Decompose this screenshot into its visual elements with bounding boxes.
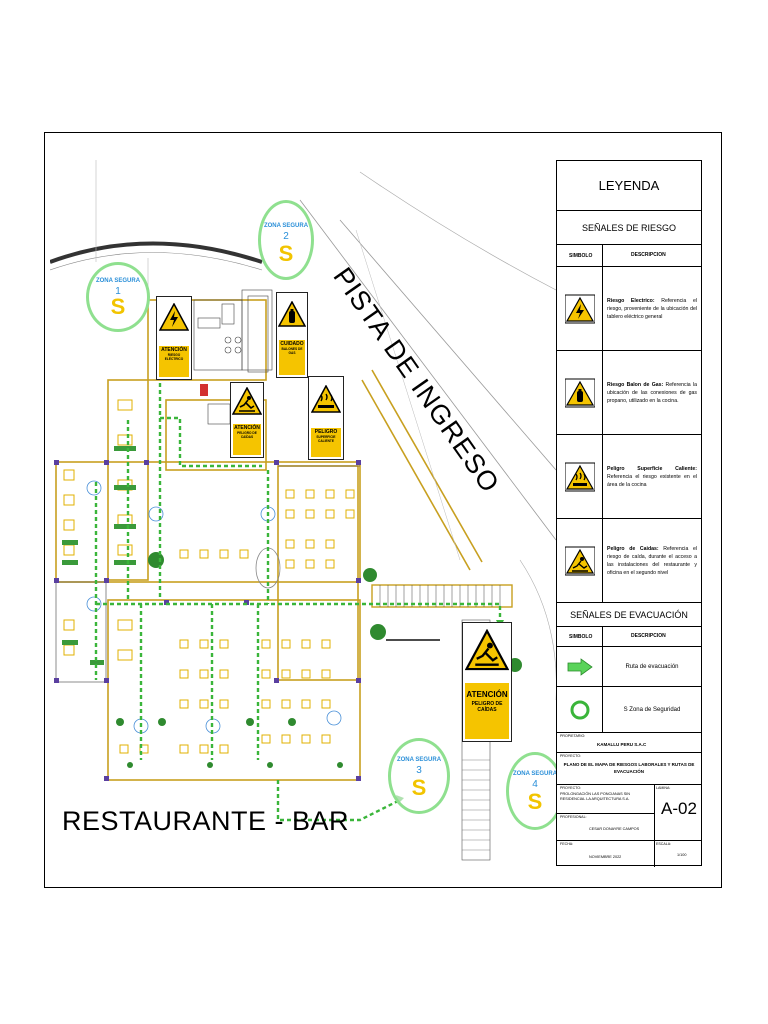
professional-value: CESAR DONAYRE CAMPOS	[589, 827, 640, 831]
date-label: FECHA:	[560, 842, 574, 846]
electric-hazard-icon	[564, 294, 595, 323]
sign-title: ATENCIÓN	[161, 347, 187, 353]
fall-hazard-icon	[564, 546, 595, 575]
evac-section-title: SEÑALES DE EVACUACIÓN	[557, 603, 701, 627]
safe-zone-3: ZONA SEGURA 3 S	[388, 738, 450, 814]
sign-title: ATENCIÓN	[234, 425, 260, 431]
legend-item-fall: Peligro de Caidas: Referencia el riesgo …	[557, 519, 701, 603]
legend-item-text: Ruta de evacuación	[625, 663, 679, 670]
legend-item-name: Peligro de Caidas:	[607, 545, 659, 552]
safe-zone-label: ZONA SEGURA	[263, 223, 309, 229]
col-symbol-header: SIMBOLO	[569, 253, 593, 259]
electric-hazard-icon	[159, 303, 189, 331]
safe-zone-symbol: S	[110, 294, 126, 319]
sign-title: PELIGRO	[314, 429, 338, 435]
evac-table-header: SIMBOLO DESCRIPCION	[557, 627, 701, 647]
project-label: PROYECTO:	[560, 786, 582, 790]
safe-zone-number: 4	[532, 779, 538, 790]
safe-zone-number: 1	[115, 286, 121, 297]
access-road	[299, 171, 556, 700]
safe-zone-label: ZONA SEGURA	[512, 771, 558, 777]
legend-item-text: S Zona de Seguridad	[623, 706, 681, 713]
title-block-plan: PROYECTO: PLANO DE EL MAPA DE RIESGOS LA…	[557, 753, 701, 785]
legend-item-hot-surface: Peligro Superficie Caliente: Referencia …	[557, 435, 701, 519]
risk-section-title: SEÑALES DE RIESGO	[557, 211, 701, 245]
sign-subtitle: PELIGRO DE CAÍDAS	[471, 701, 503, 713]
title-block-owner: PROPIETARIO: KAMALLU PERU S.A.C	[557, 733, 701, 753]
safe-zone-symbol: S	[527, 789, 543, 814]
building-walls	[55, 299, 361, 781]
legend-item-name: Peligro Superficie Caliente:	[607, 465, 697, 472]
col-symbol-header: SIMBOLO	[569, 634, 593, 640]
dining-tables	[63, 399, 355, 754]
legend-item-evac-route: Ruta de evacuación	[557, 647, 701, 687]
fall-hazard-icon	[232, 387, 262, 415]
hot-surface-icon	[564, 462, 595, 491]
col-description-header: DESCRIPCION	[631, 633, 666, 639]
gas-cylinder-icon	[564, 378, 595, 407]
owner-label: PROPIETARIO:	[560, 734, 586, 738]
sheet-number: A-02	[661, 799, 697, 818]
hot-surface-icon	[311, 385, 341, 413]
professional-label: PROFESIONAL:	[560, 815, 587, 819]
safe-zone-symbol: S	[411, 775, 427, 800]
legend-item-text: Referencia el riesgo de caída, durante e…	[607, 545, 697, 576]
legend-panel: LEYENDA SEÑALES DE RIESGO SIMBOLO DESCRI…	[556, 160, 702, 867]
legend-title: LEYENDA	[557, 161, 701, 211]
legend-item-text: Referencia el riesgo existente en el áre…	[607, 473, 697, 488]
sign-subtitle: SUPERFICIE CALIENTE	[316, 435, 336, 443]
legend-item-text: Referencia el riesgo, proveniente de la …	[607, 297, 697, 320]
safe-zone-label: ZONA SEGURA	[396, 757, 442, 763]
safe-zone-number: 2	[283, 231, 289, 242]
safe-zone-2: ZONA SEGURA 2 S	[258, 200, 314, 280]
title-block-project: PROYECTO: PROLONGACIÓN LAS PONCIANAS SIN…	[557, 785, 701, 841]
safe-zone-number: 3	[416, 765, 422, 776]
sign-title: ATENCIÓN	[466, 690, 508, 699]
plan-label: PROYECTO:	[560, 754, 582, 758]
owner-value: KAMALLU PERU S.A.C	[597, 742, 647, 747]
fall-hazard-icon	[465, 629, 509, 671]
green-circle-icon	[570, 700, 589, 719]
plan-title: RESTAURANTE - BAR	[62, 806, 350, 836]
scale-value: 1/100	[677, 853, 687, 857]
safe-zone-label: ZONA SEGURA	[95, 278, 141, 284]
legend-item-safe-zone: S Zona de Seguridad	[557, 687, 701, 733]
legend-item-name: Riesgo Electrico:	[607, 297, 655, 304]
legend-item-gas: Riesgo Balon de Gas: Referencia la ubica…	[557, 351, 701, 435]
date-value: NOVIEMBRE 2022	[589, 855, 622, 859]
sign-subtitle: PELIGRO DE CAÍDAS	[237, 431, 257, 439]
sign-subtitle: BALONES DE GAS	[281, 347, 303, 355]
extinguisher-markers	[86, 480, 342, 734]
col-description-header: DESCRIPCION	[631, 252, 666, 258]
legend-item-name: Riesgo Balon de Gas:	[607, 381, 664, 388]
safe-zone-1: ZONA SEGURA 1 S	[86, 262, 150, 332]
kitchen-equipment	[197, 295, 269, 425]
risk-table-header: SIMBOLO DESCRIPCION	[557, 245, 701, 267]
legend-item-text: Referencia la ubicación de las conexione…	[607, 381, 697, 404]
sign-fall-hazard-stairs: ATENCIÓN PELIGRO DE CAÍDAS	[462, 622, 512, 742]
project-value: PROLONGACIÓN LAS PONCIANAS SIN RESIDENCI…	[560, 792, 631, 801]
building-curve	[50, 241, 263, 264]
sign-subtitle: RIESGO ELÉCTRICO	[164, 353, 184, 361]
drawing-sheet-frame	[44, 132, 722, 888]
gas-cylinder-icon	[278, 301, 306, 327]
sign-title: CUIDADO	[280, 341, 304, 347]
green-arrow-icon	[567, 657, 593, 676]
plan-name: PLANO DE EL MAPA DE RIESGOS LABORALES Y …	[563, 762, 695, 774]
safe-zone-symbol: S	[278, 241, 294, 266]
scale-label: ESCALA:	[656, 842, 672, 846]
title-block-date: FECHA: NOVIEMBRE 2022 ESCALA: 1/100	[557, 841, 701, 867]
sheet-label: LAMINA:	[656, 786, 671, 790]
legend-item-electric: Riesgo Electrico: Referencia el riesgo, …	[557, 267, 701, 351]
